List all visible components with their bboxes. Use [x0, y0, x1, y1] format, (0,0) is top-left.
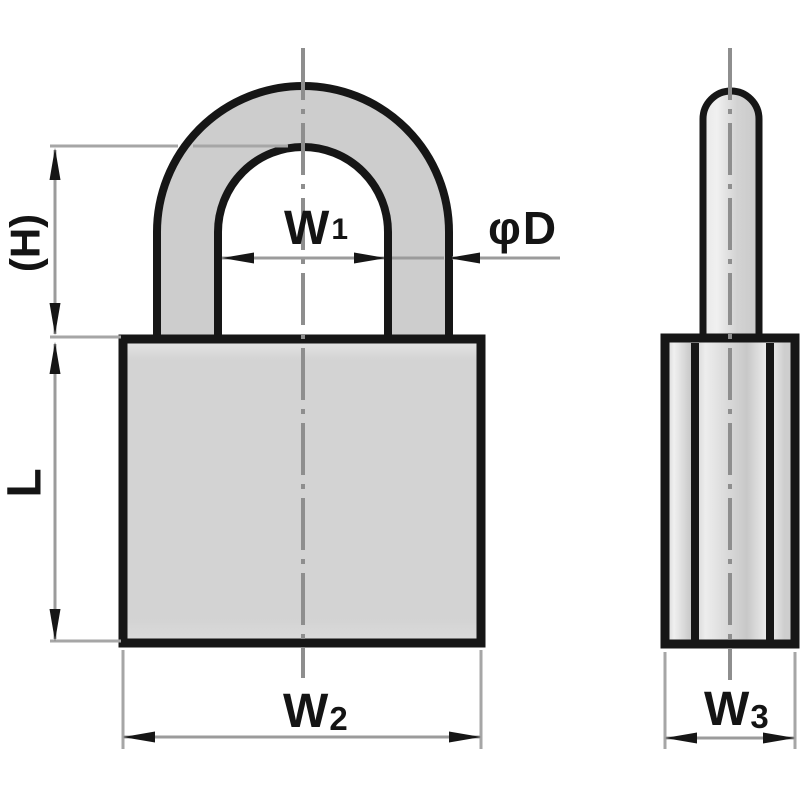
arrow-right-icon	[449, 731, 481, 743]
arrow-left-icon	[448, 252, 480, 264]
arrow-left-icon	[123, 731, 155, 743]
l-label: L	[0, 468, 52, 497]
arrow-left-icon	[665, 732, 697, 744]
dimension-h: (H)	[2, 144, 288, 339]
dimension-w3: W3	[663, 652, 797, 749]
arrow-left-icon	[222, 252, 254, 264]
shackle-front	[153, 82, 453, 345]
arrow-up-icon	[49, 148, 61, 180]
arrow-down-icon	[49, 609, 61, 641]
phi-d-label: φD	[488, 202, 558, 254]
arrow-right-icon	[354, 252, 386, 264]
dimension-phi-d: φD	[448, 202, 560, 264]
dimension-w2: W2	[121, 650, 483, 749]
dimension-w1: W1	[222, 202, 444, 264]
arrow-up-icon	[49, 342, 61, 374]
arrow-right-icon	[763, 732, 795, 744]
w2-label: W2	[283, 685, 348, 738]
h-label: (H)	[2, 214, 49, 272]
w3-label: W3	[704, 683, 769, 736]
dimension-l: L	[0, 342, 121, 643]
arrow-down-icon	[49, 303, 61, 335]
w1-label: W1	[284, 202, 348, 255]
side-view	[660, 48, 800, 680]
front-view	[118, 48, 486, 678]
